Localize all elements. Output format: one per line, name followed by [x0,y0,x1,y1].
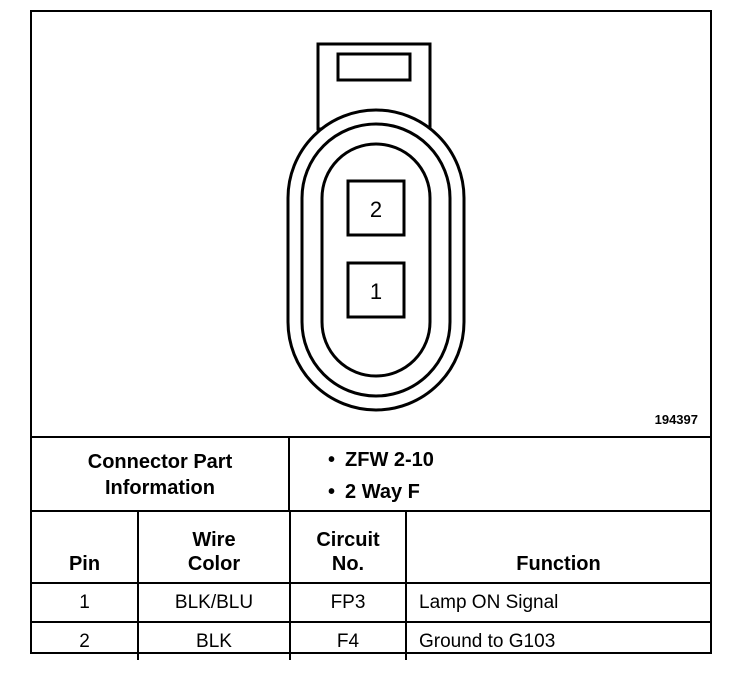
locking-tab-window [336,52,412,82]
cavity-1-label: 1 [370,279,382,304]
cavity-1 [346,261,406,319]
cavity-2-label: 2 [370,197,382,222]
cavity-2 [346,179,406,237]
connector-part-info-list: ZFW 2-10 2 Way F [290,438,710,512]
figure-id: 194397 [654,412,698,427]
header-pin: Pin [32,510,139,584]
wire-color-cell: BLK [137,621,291,660]
part-number: ZFW 2-10 [328,444,710,476]
function-cell: Lamp ON Signal [405,582,710,623]
connector-part-info: Connector Part Information ZFW 2-10 2 Wa… [32,436,710,512]
pin-table: Pin Wire Color Circuit No. Function 1 BL… [32,510,710,660]
connector-drawing: 2 1 [286,42,466,412]
connector-body-outer [286,108,466,412]
pin-cell: 1 [32,582,139,623]
table-row: 2 BLK F4 Ground to G103 [32,621,710,660]
pin-cell: 2 [32,621,139,660]
connector-type: 2 Way F [328,476,710,508]
pin-table-header: Pin Wire Color Circuit No. Function [32,510,710,584]
connector-cavity-surround [320,142,432,378]
header-function: Function [405,510,710,584]
function-cell: Ground to G103 [405,621,710,660]
circuit-cell: F4 [289,621,407,660]
connector-body-inner [300,122,452,398]
connector-part-info-label: Connector Part Information [32,438,290,512]
connector-face-view: 2 1 194397 [32,12,710,436]
table-row: 1 BLK/BLU FP3 Lamp ON Signal [32,582,710,623]
wire-color-cell: BLK/BLU [137,582,291,623]
connector-diagram-frame: 2 1 194397 Connector Part Information ZF… [30,10,712,660]
header-wire-color: Wire Color [137,510,291,584]
circuit-cell: FP3 [289,582,407,623]
header-circuit: Circuit No. [289,510,407,584]
